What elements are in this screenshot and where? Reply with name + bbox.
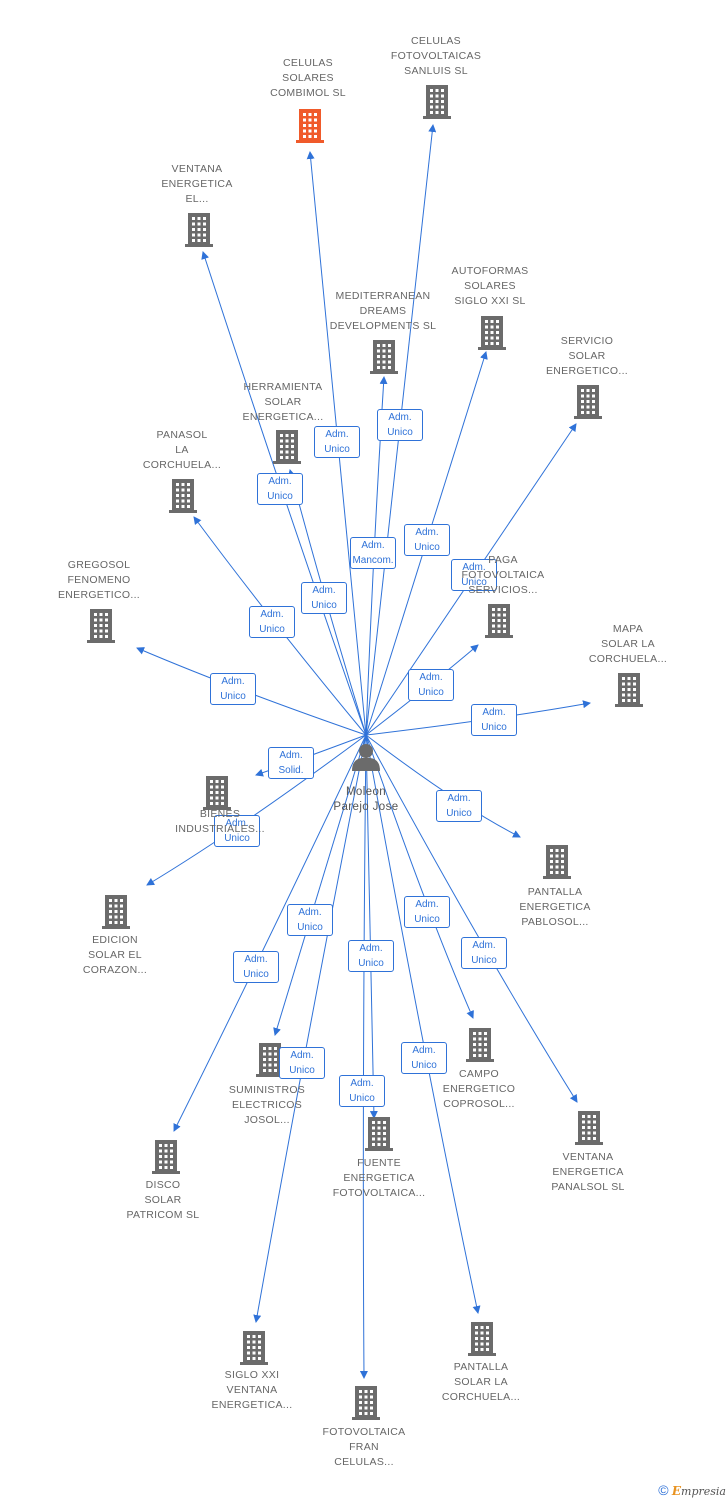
- footer-brand: © Empresia: [658, 1482, 726, 1498]
- building-icon[interactable]: [485, 604, 513, 638]
- edge-role-badge[interactable]: Adm. Unico: [404, 524, 450, 556]
- company-label: VENTANA ENERGETICA EL...: [161, 163, 233, 205]
- edge-role-badge[interactable]: Adm. Mancom.: [350, 537, 396, 569]
- building-icon[interactable]: [256, 1043, 284, 1077]
- company-label: FOTOVOLTAICA FRAN CELULAS...: [322, 1426, 406, 1468]
- company-label: CELULAS FOTOVOLTAICAS SANLUIS SL: [390, 35, 482, 77]
- brand-name: mpresia: [681, 1485, 726, 1498]
- building-icon[interactable]: [478, 316, 506, 350]
- nodes-layer: [87, 85, 643, 1420]
- building-icon[interactable]: [203, 776, 231, 810]
- edge-role-badge[interactable]: Adm. Unico: [249, 606, 295, 638]
- person-name-label: Moleon Parejo Jose: [333, 786, 399, 813]
- building-icon[interactable]: [169, 479, 197, 513]
- company-label: SERVICIO SOLAR ENERGETICO...: [545, 335, 629, 377]
- edge-role-badge[interactable]: Adm. Unico: [210, 673, 256, 705]
- edge-role-badge[interactable]: Adm. Unico: [461, 937, 507, 969]
- building-icon[interactable]: [574, 385, 602, 419]
- building-icon[interactable]: [240, 1331, 268, 1365]
- building-icon[interactable]: [466, 1028, 494, 1062]
- company-label: CAMPO ENERGETICO COPROSOL...: [442, 1068, 516, 1110]
- building-icon[interactable]: [152, 1140, 180, 1174]
- edge-role-badge[interactable]: Adm. Unico: [348, 940, 394, 972]
- copyright-symbol: ©: [658, 1482, 669, 1498]
- company-label: SIGLO XXI VENTANA ENERGETICA...: [211, 1369, 293, 1411]
- building-icon[interactable]: [296, 109, 324, 143]
- edge-n18: [365, 734, 578, 1103]
- company-label: FUENTE ENERGETICA FOTOVOLTAICA...: [332, 1157, 426, 1199]
- company-label: PANTALLA SOLAR LA CORCHUELA...: [441, 1361, 521, 1403]
- edge-role-badge[interactable]: Adm. Unico: [287, 904, 333, 936]
- edge-n20: [253, 734, 367, 1323]
- edge-role-badge[interactable]: Adm. Unico: [257, 473, 303, 505]
- edge-n16: [365, 734, 474, 1019]
- edge-n22: [359, 734, 368, 1379]
- edge-n21: [365, 734, 481, 1314]
- company-label: HERRAMIENTA SOLAR ENERGETICA...: [242, 381, 324, 423]
- company-label: BIENES INDUSTRIALES...: [175, 808, 265, 835]
- building-icon[interactable]: [352, 1386, 380, 1420]
- company-label: MEDITERRANEAN DREAMS DEVELOPMENTS SL: [329, 290, 437, 332]
- building-icon[interactable]: [87, 609, 115, 643]
- company-label: CELULAS SOLARES COMBIMOL SL: [270, 57, 346, 99]
- company-label: EDICION SOLAR EL CORAZON...: [82, 934, 148, 976]
- person-icon[interactable]: [352, 744, 380, 771]
- company-label: SUMINISTROS ELECTRICOS JOSOL...: [228, 1084, 306, 1126]
- edge-n19: [173, 734, 367, 1132]
- edge-role-badge[interactable]: Adm. Unico: [471, 704, 517, 736]
- edge-role-badge[interactable]: Adm. Unico: [214, 815, 260, 847]
- edge-role-badge[interactable]: Adm. Unico: [279, 1047, 325, 1079]
- company-label: PANASOL LA CORCHUELA...: [142, 429, 222, 471]
- company-label: AUTOFORMAS SOLARES SIGLO XXI SL: [451, 265, 529, 307]
- building-icon[interactable]: [468, 1322, 496, 1356]
- building-icon[interactable]: [185, 213, 213, 247]
- building-icon[interactable]: [365, 1117, 393, 1151]
- edge-role-badge[interactable]: Adm. Unico: [404, 896, 450, 928]
- edge-role-badge[interactable]: Adm. Solid.: [268, 747, 314, 779]
- building-icon[interactable]: [575, 1111, 603, 1145]
- edge-role-badge[interactable]: Adm. Unico: [408, 669, 454, 701]
- building-icon[interactable]: [543, 845, 571, 879]
- building-icon[interactable]: [423, 85, 451, 119]
- edge-role-badge[interactable]: Adm. Unico: [377, 409, 423, 441]
- company-label: VENTANA ENERGETICA PANALSOL SL: [551, 1151, 625, 1193]
- edge-role-badge[interactable]: Adm. Unico: [401, 1042, 447, 1074]
- company-label: PAGA FOTOVOLTAICA SERVICIOS...: [461, 554, 545, 596]
- company-label: MAPA SOLAR LA CORCHUELA...: [588, 623, 668, 665]
- building-icon[interactable]: [102, 895, 130, 929]
- building-icon[interactable]: [273, 430, 301, 464]
- edge-role-badge[interactable]: Adm. Unico: [339, 1075, 385, 1107]
- edge-role-badge[interactable]: Adm. Unico: [301, 582, 347, 614]
- brand-initial: E: [671, 1484, 682, 1498]
- edge-role-badge[interactable]: Adm. Unico: [314, 426, 360, 458]
- edge-role-badge[interactable]: Adm. Unico: [451, 559, 497, 591]
- building-icon[interactable]: [370, 340, 398, 374]
- edge-n15: [273, 734, 367, 1036]
- building-icon[interactable]: [615, 673, 643, 707]
- company-label: PANTALLA ENERGETICA PABLOSOL...: [519, 886, 591, 928]
- company-label: GREGOSOL FENOMENO ENERGETICO...: [57, 559, 141, 601]
- edge-role-badge[interactable]: Adm. Unico: [233, 951, 279, 983]
- edge-role-badge[interactable]: Adm. Unico: [436, 790, 482, 822]
- company-label: DISCO SOLAR PATRICOM SL: [126, 1179, 200, 1221]
